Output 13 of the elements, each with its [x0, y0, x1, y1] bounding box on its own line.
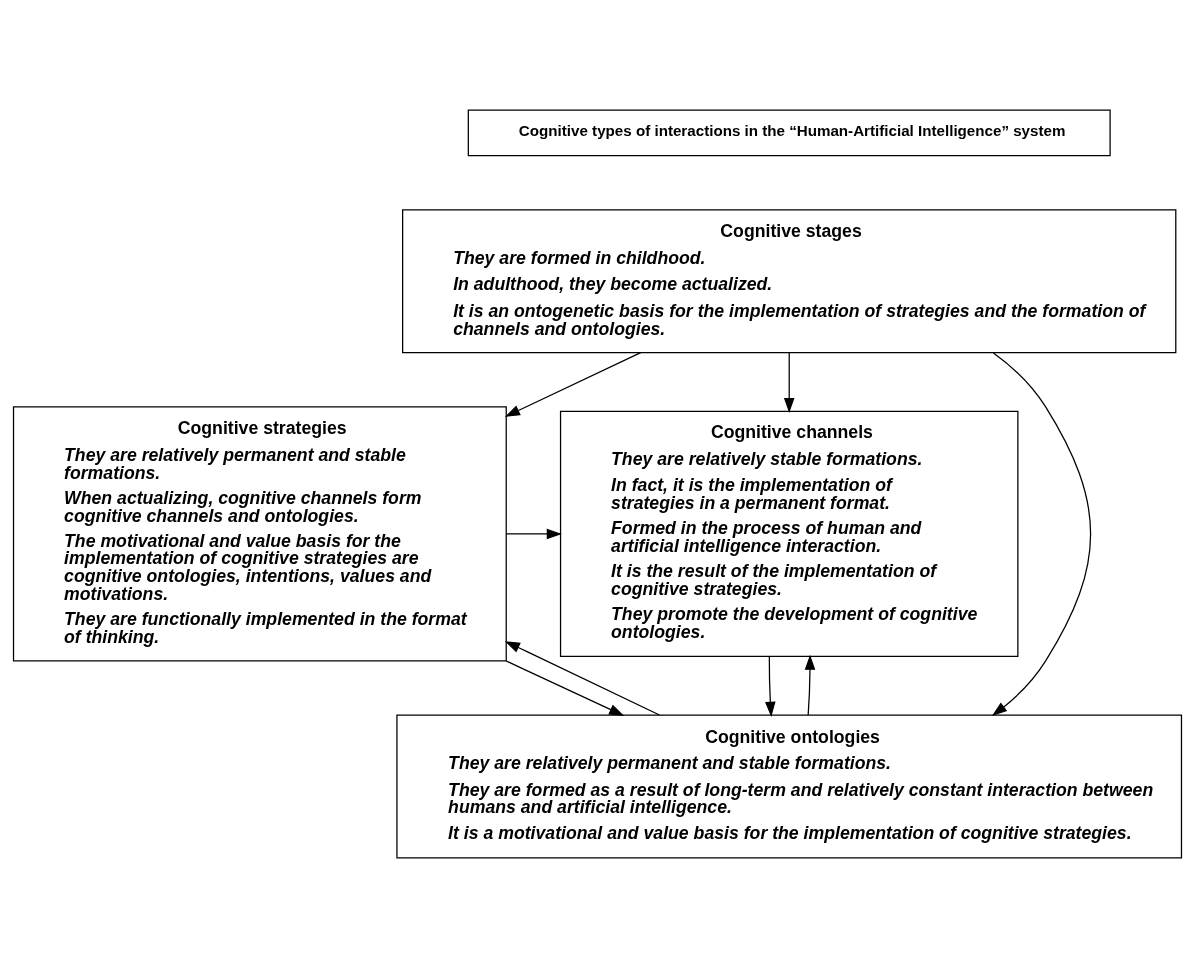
node-box: Cognitive stages They are formed in childhood. In adulthood, they become actualized. It is an ontogenetic basis for the implementation of strategies and the formation of channels and ontologies. [402, 208, 1177, 353]
arrow [991, 351, 1092, 716]
arrow [504, 640, 661, 716]
node-box: Cognitive channels They are relatively stable formations. In fact, it is the implementation of strategies in a permanent format. Formed in the process of human and artificial intelligence interaction. It is the result of the implementation of cognitive strategies. They promote the development of cognitive ontologies. [559, 410, 1019, 657]
node-box: Cognitive strategies They are relatively permanent and stable formations. When actualizing, cognitive channels form cognitive channels and ontologies. The motivational and value basis for the implementation of cognitive strategies are cognitive ontologies, intentions, values and motivations. They are functionally implemented in the format of thinking. [12, 405, 507, 661]
arrow [505, 659, 625, 716]
arrow [765, 655, 776, 717]
arrow [504, 351, 642, 417]
arrow [804, 654, 816, 716]
node-box: Cognitive types of interactions in the “Human-Artificial Intelligence” system [467, 108, 1111, 156]
node-box: Cognitive ontologies They are relatively permanent and stable formations. They are formed as a result of long-term and relatively constant interaction between humans and artificial intelligence. It is a motivational and value basis for the implementation of cognitive strategies. [396, 714, 1183, 859]
arrow [505, 528, 562, 539]
arrow [783, 351, 795, 413]
